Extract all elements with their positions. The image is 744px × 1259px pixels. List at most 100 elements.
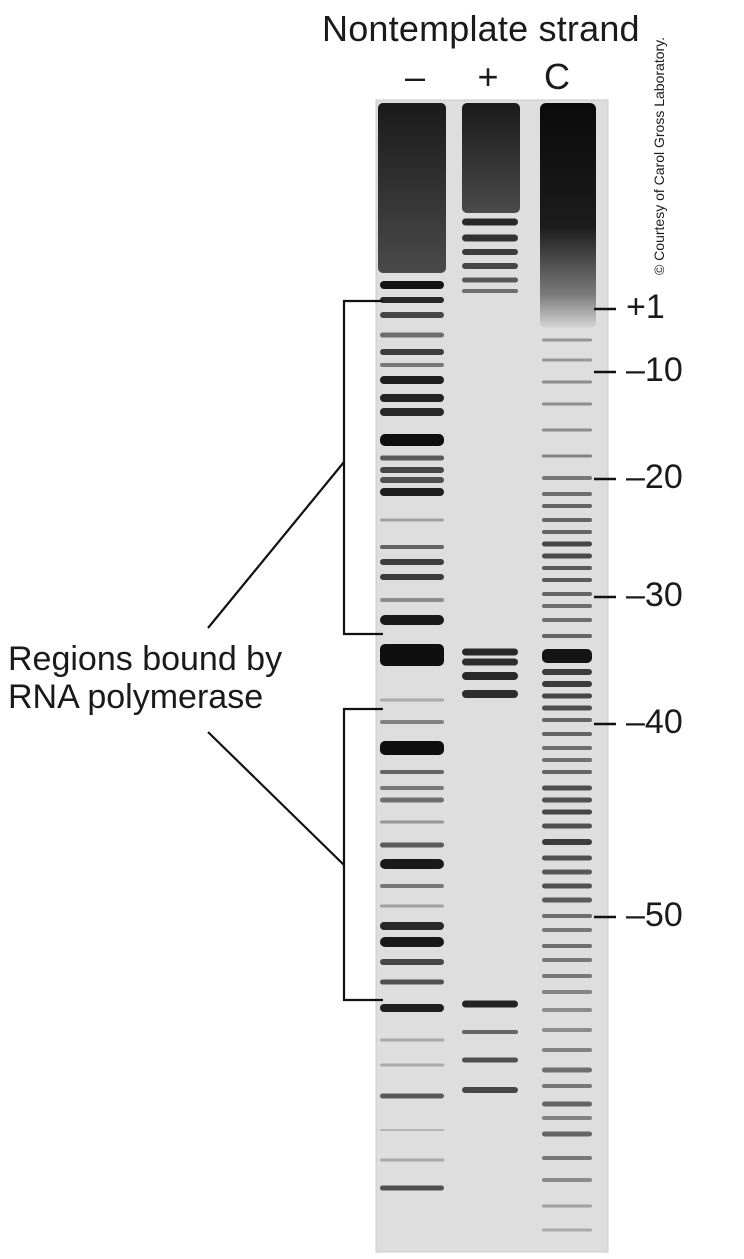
lane-minus-band [380, 859, 444, 869]
lane-c-band [542, 823, 592, 829]
lane-minus-band [380, 376, 444, 384]
lane-c-band [542, 869, 592, 875]
lane-c-band [542, 974, 592, 978]
lane-minus-band [380, 720, 444, 724]
lane-plus-band [462, 648, 518, 656]
lane-c-band [542, 1178, 592, 1182]
lane-minus-band [380, 488, 444, 496]
lane-minus-band [380, 698, 444, 702]
lane-c-band [542, 492, 592, 496]
lane-plus-band [462, 1057, 518, 1063]
lane-c-band [542, 649, 592, 663]
lane-c-band [542, 1084, 592, 1088]
lane-minus-band [380, 434, 444, 446]
lane-c-band [542, 785, 592, 791]
lane-c-band [542, 809, 592, 815]
lane-minus-band [380, 332, 444, 338]
lane-c-band [542, 402, 592, 406]
lane-plus-band [462, 218, 518, 226]
lane-c-band [542, 578, 592, 582]
lane-minus-band [380, 408, 444, 416]
lane-c-band [542, 758, 592, 762]
lane-minus-band [380, 394, 444, 402]
lane-label-minus: – [404, 56, 426, 97]
lane-c-band [542, 1101, 592, 1107]
lane-minus-band [380, 1093, 444, 1099]
lane-minus-band [380, 363, 444, 367]
lane-label-c: C [544, 56, 570, 97]
lane-c-band [542, 797, 592, 803]
lane-minus-band [380, 559, 444, 565]
lane-c-band [542, 338, 592, 342]
lane-minus-band [380, 820, 444, 824]
lane-minus-band [380, 937, 444, 947]
lane-c-band [542, 1156, 592, 1160]
lane-minus-band [380, 797, 444, 803]
lane-c-band [542, 1131, 592, 1137]
lane-plus-band [462, 249, 518, 255]
lane-c-band [542, 476, 592, 480]
lane-c-band [542, 1228, 592, 1232]
lane-c-band [542, 990, 592, 994]
lane-plus-band [462, 1087, 518, 1093]
lane-c-band [542, 718, 592, 722]
lane-minus-band [380, 979, 444, 985]
lane-c-band [542, 897, 592, 903]
lane-minus-band [380, 545, 444, 549]
lane-c-band [542, 770, 592, 774]
lane-minus-band [380, 904, 444, 908]
lane-minus-band [380, 922, 444, 930]
lane-c-band [542, 944, 592, 948]
lane-minus-band [380, 615, 444, 625]
lane-minus-band [380, 959, 444, 965]
position-label-minus50: –50 [626, 896, 683, 934]
lane-minus-band [380, 1004, 444, 1012]
lane-plus-band [462, 234, 518, 242]
position-label-minus20: –20 [626, 458, 683, 496]
lane-c-band [542, 454, 592, 458]
lane-c-smear [540, 103, 596, 328]
lane-minus-band [380, 455, 444, 461]
lane-minus-band [380, 1158, 444, 1162]
lane-minus-band [380, 1185, 444, 1191]
position-label-minus30: –30 [626, 576, 683, 614]
lane-c-band [542, 1008, 592, 1012]
lane-plus-bands [462, 103, 520, 1093]
lane-minus-band [380, 884, 444, 888]
lane-c-band [542, 504, 592, 508]
lane-minus-band [380, 349, 444, 355]
lane-c-band [542, 855, 592, 861]
lane-c-band [542, 428, 592, 432]
lane-c-band [542, 553, 592, 559]
lane-c-band [542, 693, 592, 699]
lane-c-band [542, 681, 592, 687]
lane-plus-top-smear [462, 103, 520, 213]
position-label-plus1: +1 [626, 288, 665, 326]
lane-plus-band [462, 289, 518, 293]
lane-minus-band [380, 467, 444, 473]
lane-minus-band [380, 312, 444, 318]
lane-minus-bands [378, 103, 446, 1191]
lane-c-band [542, 705, 592, 711]
lane-minus-band [380, 297, 444, 303]
lane-c-band [542, 358, 592, 362]
lane-label-plus: + [477, 56, 499, 97]
lane-c-band [542, 1204, 592, 1208]
lower-bracket [342, 707, 383, 1002]
lane-c-band [542, 958, 592, 962]
lane-minus-band [380, 1063, 444, 1067]
position-ticks [594, 307, 616, 919]
leader-line-upper [207, 461, 345, 629]
lane-c-band [542, 604, 592, 608]
lane-c-band [542, 618, 592, 622]
lane-minus-band [380, 644, 444, 666]
position-label-minus40: –40 [626, 703, 683, 741]
lane-c-band [542, 566, 592, 570]
lane-minus-band [380, 842, 444, 848]
lane-minus-band [380, 477, 444, 483]
lane-plus-band [462, 277, 518, 283]
lane-plus-band [462, 672, 518, 680]
image-credit: © Courtesy of Carol Gross Laboratory. [651, 36, 667, 276]
lane-c-band [542, 530, 592, 534]
